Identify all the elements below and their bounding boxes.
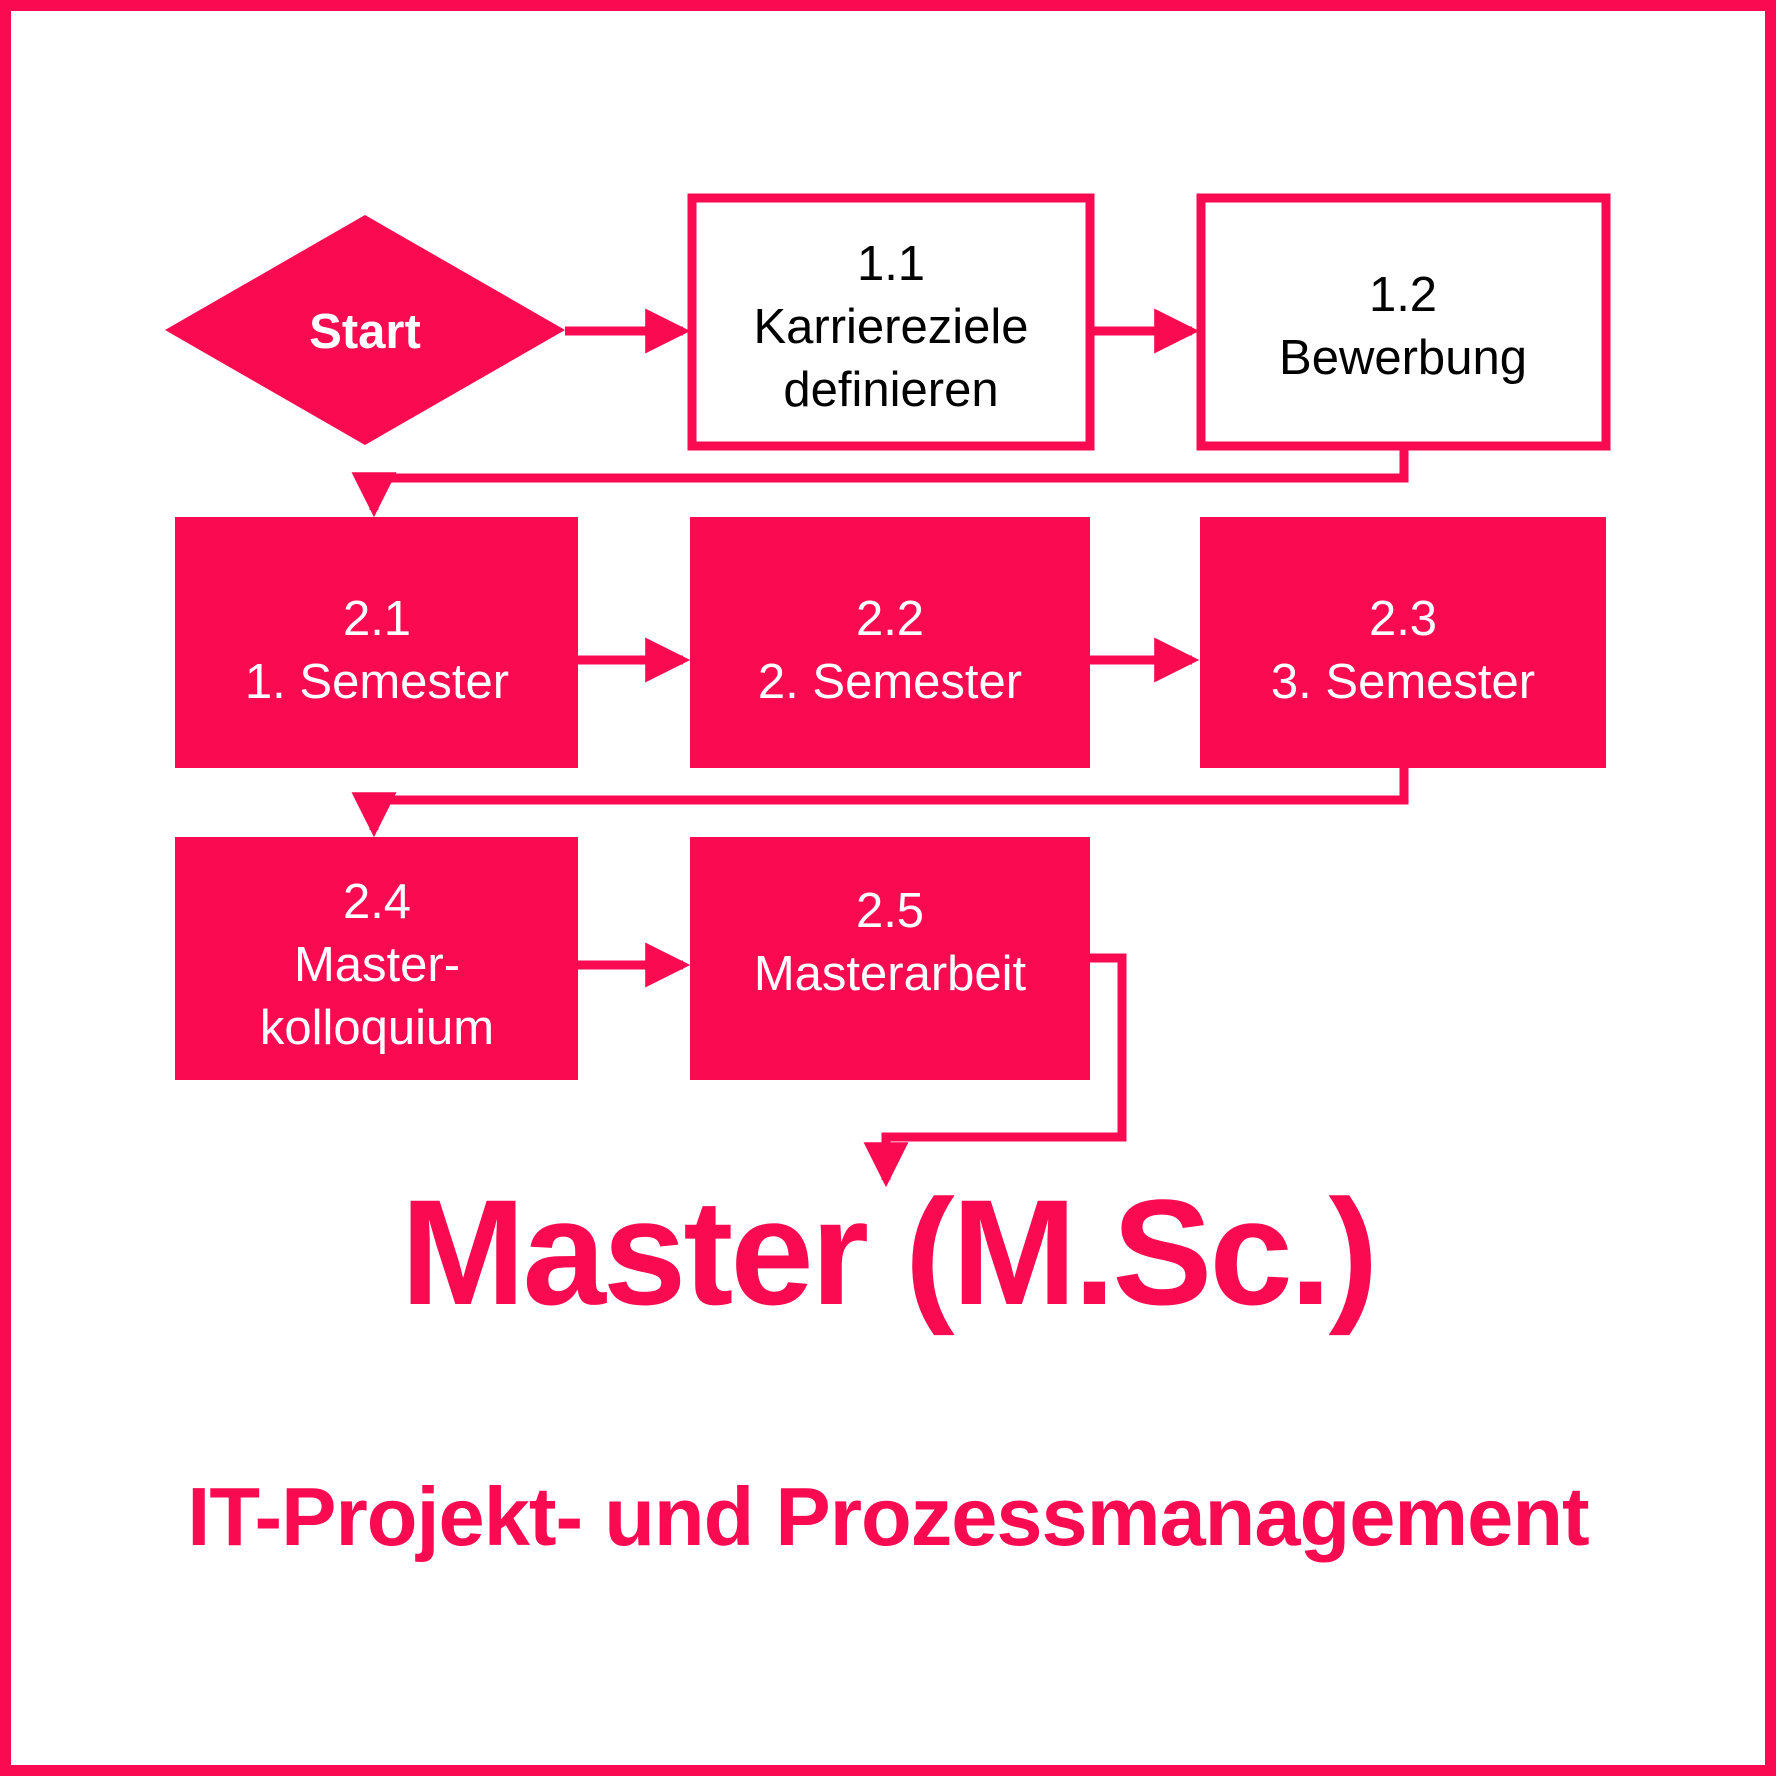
node-2-1[interactable]: 2.1 1. Semester bbox=[175, 517, 578, 768]
node-2-1-line1: 1. Semester bbox=[245, 655, 509, 709]
node-2-3[interactable]: 2.3 3. Semester bbox=[1200, 517, 1606, 768]
node-2-5-line1: Masterarbeit bbox=[754, 947, 1027, 1001]
node-1-2-shape bbox=[1196, 193, 1611, 451]
node-1-2[interactable]: 1.2 Bewerbung bbox=[1196, 193, 1611, 451]
node-1-1[interactable]: 1.1 Karriereziele definieren bbox=[687, 193, 1095, 451]
node-2-4[interactable]: 2.4 Master- kolloquium bbox=[175, 837, 578, 1080]
edge-1-2-to-2-1 bbox=[351, 448, 1409, 518]
node-2-3-shape bbox=[1200, 517, 1606, 768]
start-label: Start bbox=[309, 305, 421, 359]
node-start[interactable]: Start bbox=[165, 215, 565, 445]
node-2-5-shape bbox=[690, 837, 1090, 1080]
node-1-1-line2: definieren bbox=[783, 363, 998, 417]
node-2-4-line2: kolloquium bbox=[260, 1001, 494, 1055]
node-2-4-number: 2.4 bbox=[343, 875, 411, 929]
node-1-1-line1: Karriereziele bbox=[753, 300, 1028, 354]
degree-title: Master (M.Sc.) bbox=[400, 1168, 1379, 1336]
edge-2-3-to-2-4 bbox=[351, 768, 1409, 838]
node-2-4-line1: Master- bbox=[294, 938, 460, 992]
program-name: IT-Projekt- und Prozessmanagement bbox=[187, 1470, 1589, 1563]
edge-2-5-to-degree bbox=[863, 953, 1127, 1188]
node-1-2-line1: Bewerbung bbox=[1279, 331, 1527, 385]
node-2-4-shape bbox=[175, 837, 578, 1080]
node-2-2-shape bbox=[690, 517, 1090, 768]
node-2-3-line1: 3. Semester bbox=[1271, 655, 1535, 709]
node-1-1-shape bbox=[687, 193, 1095, 451]
node-2-3-number: 2.3 bbox=[1369, 592, 1437, 646]
node-2-1-shape bbox=[175, 517, 578, 768]
node-2-5-number: 2.5 bbox=[856, 884, 924, 938]
start-diamond-shape bbox=[165, 215, 565, 445]
node-2-2-number: 2.2 bbox=[856, 592, 924, 646]
node-2-1-number: 2.1 bbox=[343, 592, 411, 646]
node-2-2-line1: 2. Semester bbox=[758, 655, 1022, 709]
node-1-1-number: 1.1 bbox=[857, 237, 925, 291]
node-2-5[interactable]: 2.5 Masterarbeit bbox=[690, 837, 1090, 1080]
node-2-2[interactable]: 2.2 2. Semester bbox=[690, 517, 1090, 768]
node-1-2-number: 1.2 bbox=[1369, 268, 1437, 322]
